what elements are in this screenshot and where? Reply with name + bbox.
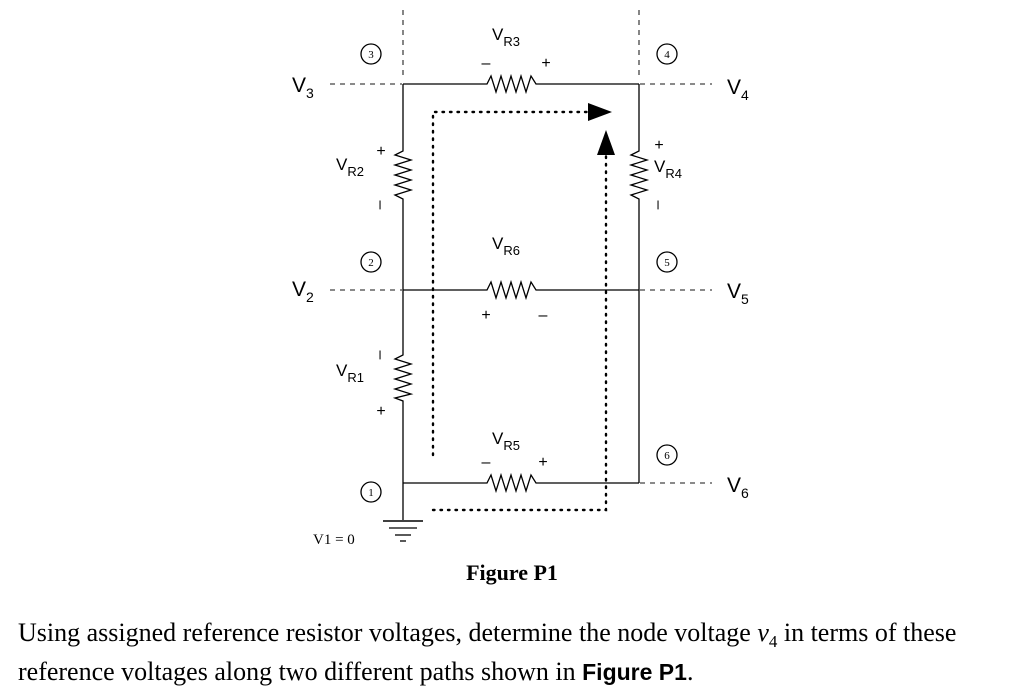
path-1-dotted (431, 110, 592, 457)
node-circle-5 (656, 251, 678, 273)
problem-figure-ref: Figure P1 (582, 659, 687, 686)
r5-minus: – (482, 454, 491, 471)
circuit-diagram: 3 4 2 5 6 1 V3 V4 V2 V5 V6 VR3 VR2 VR4 V… (292, 10, 749, 548)
r6-plus: + (481, 307, 490, 324)
label-v5: V5 (727, 280, 749, 307)
node-number-6: 6 (664, 450, 670, 462)
r3-plus: + (541, 55, 550, 72)
node-number-4: 4 (664, 49, 670, 61)
r1-plus: + (376, 403, 385, 420)
problem-variable-main: v (757, 618, 769, 647)
label-vr1: VR1 (336, 361, 364, 385)
r4-plus: + (654, 137, 663, 154)
problem-text-2: in terms of these reference voltages alo… (18, 618, 957, 687)
node-circle-6 (656, 444, 678, 466)
r6-minus: – (539, 307, 548, 324)
label-vr4: VR4 (654, 157, 682, 181)
r1-minus: – (372, 351, 389, 360)
r3-minus: – (482, 55, 491, 72)
label-vr5: VR5 (492, 429, 520, 453)
r4-minus: – (650, 201, 667, 210)
r2-plus: + (376, 143, 385, 160)
label-vr6: VR6 (492, 234, 520, 258)
resistor-r1 (392, 352, 414, 402)
node-circle-3 (360, 43, 382, 65)
path-1-arrowhead (588, 103, 612, 121)
problem-variable: v4 (757, 618, 777, 651)
path-2-arrowhead (597, 130, 615, 155)
problem-text-1: Using assigned reference resistor voltag… (18, 618, 758, 647)
node-circle-1 (360, 481, 382, 503)
node-number-1: 1 (368, 487, 374, 499)
resistor-r5 (483, 472, 540, 494)
problem-statement: Using assigned reference resistor voltag… (18, 618, 1018, 687)
ground-label: V1 = 0 (313, 532, 355, 548)
node-number-5: 5 (664, 257, 670, 269)
resistor-r6 (483, 279, 540, 301)
node-circle-2 (360, 251, 382, 273)
problem-text-3: . (686, 657, 694, 687)
label-v6: V6 (727, 474, 749, 501)
resistor-r3 (483, 73, 540, 95)
ground-symbol (383, 520, 423, 542)
figure-caption: Figure P1 (466, 560, 558, 585)
label-v4: V4 (727, 76, 749, 103)
path-2-dotted (431, 153, 608, 512)
node-number-2: 2 (368, 257, 374, 269)
label-v2: V2 (292, 278, 314, 305)
problem-variable-sub: 4 (768, 632, 778, 652)
r5-plus: + (538, 454, 547, 471)
label-v3: V3 (292, 74, 314, 101)
label-vr3: VR3 (492, 25, 520, 49)
node-number-3: 3 (368, 49, 374, 61)
resistor-r2 (392, 148, 414, 202)
r2-minus: – (372, 201, 389, 210)
resistor-r4 (628, 148, 650, 202)
label-vr2: VR2 (336, 155, 364, 179)
node-circle-4 (656, 43, 678, 65)
